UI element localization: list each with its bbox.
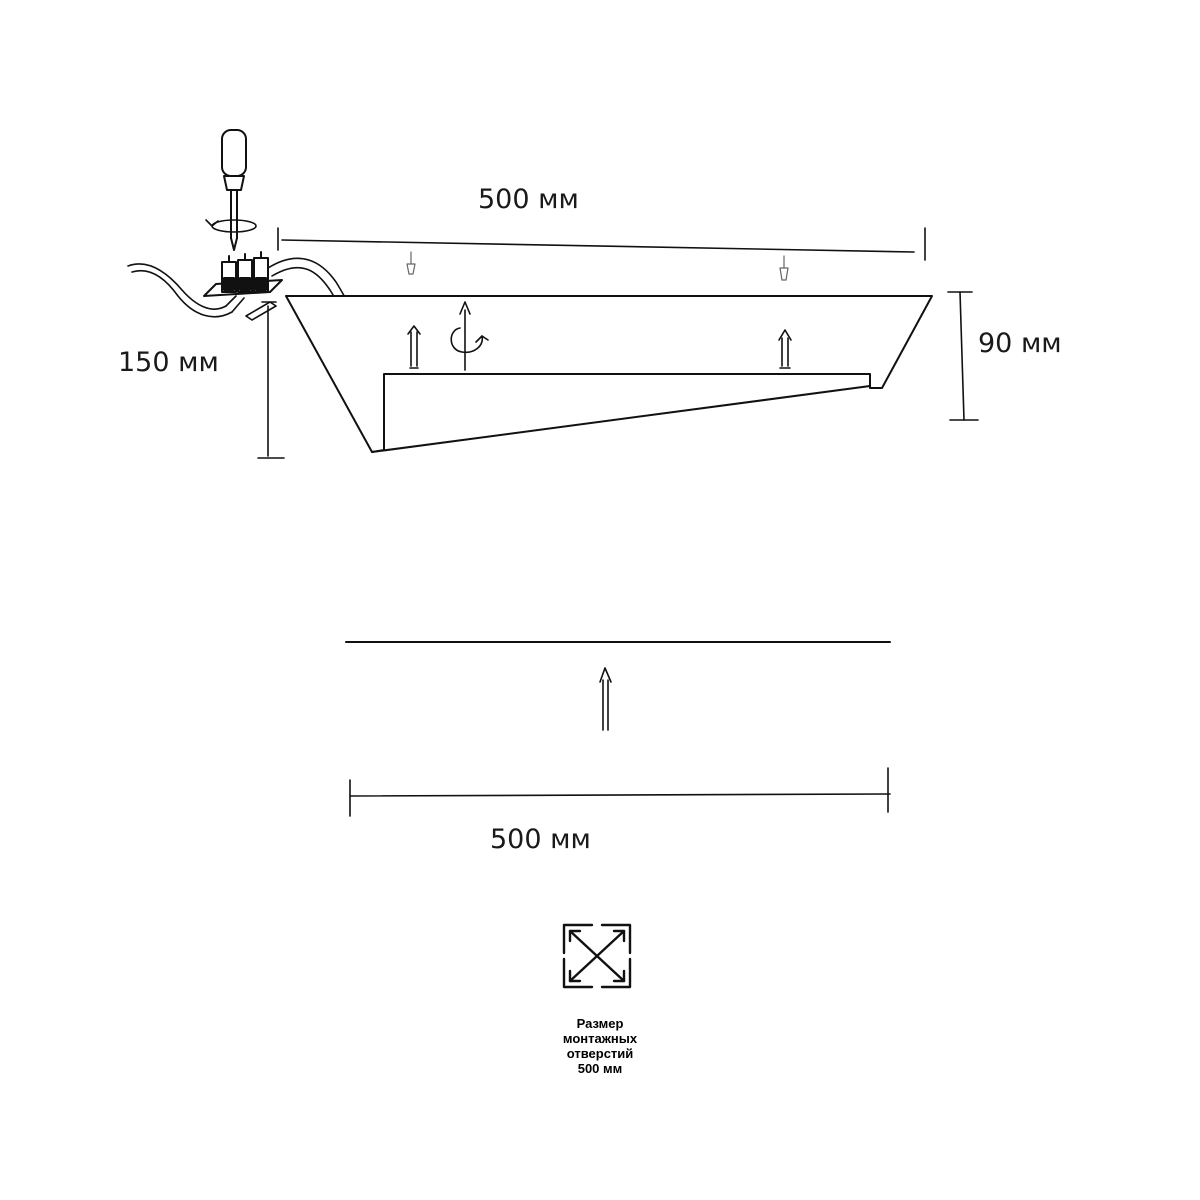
mount-width-dimension-line	[349, 767, 891, 817]
top-width-dimension-line	[277, 227, 926, 261]
ceiling-dowel-icon	[779, 255, 789, 281]
mounting-screw-icon	[407, 325, 421, 369]
cable-length-label: 150 мм	[118, 347, 219, 378]
up-arrow-icon	[599, 667, 612, 731]
mounting-screw-icon	[778, 329, 792, 369]
cable-length-dimension-line	[257, 301, 285, 459]
screwdriver-icon	[221, 129, 247, 251]
height-dimension-line	[947, 291, 979, 421]
supply-cable	[127, 263, 245, 318]
mount-width-label: 500 мм	[490, 824, 591, 855]
luminaire-body	[285, 295, 933, 453]
mounting-note-line: Размер	[576, 1016, 624, 1031]
height-label: 90 мм	[978, 328, 1062, 359]
ceiling-dowel-icon	[406, 251, 416, 275]
mounting-note: Размер монтажных отверстий 500 мм	[505, 1016, 695, 1076]
rotate-arrow-icon	[450, 301, 489, 371]
mounting-note-line: отверстий	[566, 1046, 634, 1061]
cable-clamp	[245, 301, 277, 321]
mounting-holes-icon	[562, 923, 632, 989]
mounting-note-line: 500 мм	[577, 1061, 623, 1076]
terminal-block-icon	[203, 251, 283, 297]
top-width-label: 500 мм	[478, 184, 579, 215]
screwdriver-rotate-arrow-icon	[205, 219, 257, 233]
mounting-note-line: монтажных	[562, 1031, 638, 1046]
